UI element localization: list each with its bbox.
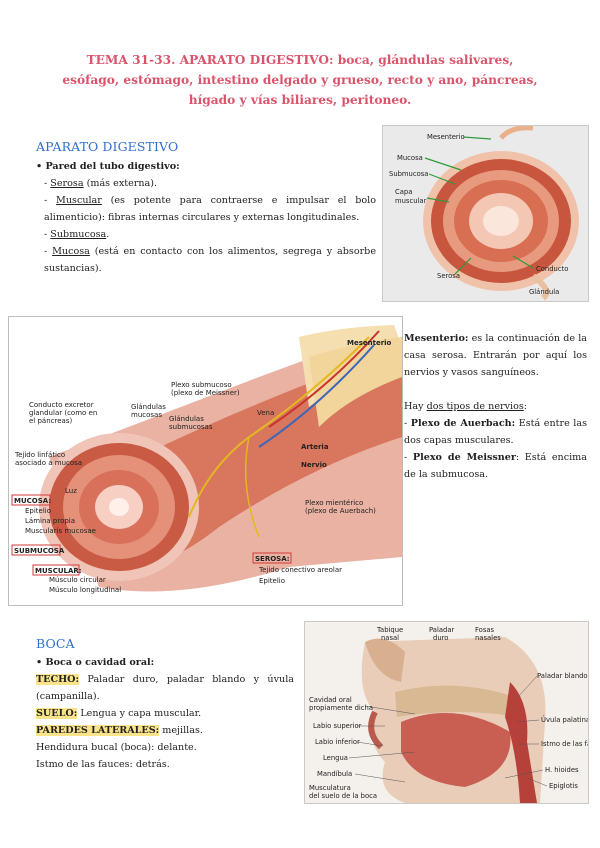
label-muscularis: Muscularis mucosae xyxy=(25,527,96,535)
label-mandibula: Mandíbula xyxy=(317,770,352,778)
label-hioides: H. hioides xyxy=(545,766,579,774)
label-conducto-2: glandular (como en xyxy=(29,409,97,417)
label-tabique-1: Tabique xyxy=(376,626,403,634)
label-mucosa-box: MUCOSA: xyxy=(14,497,51,505)
label-paladar-duro-2: duro xyxy=(433,634,448,642)
label-glandulas-sub-2: submucosas xyxy=(169,423,213,431)
label-epitelio-2: Epitelio xyxy=(259,577,285,585)
label-conducto: Conducto xyxy=(536,265,568,273)
label-fosas-1: Fosas xyxy=(475,626,495,634)
label-istmo: Istmo de las fauces xyxy=(541,740,588,748)
label-mesenterio-2: Mesenterio xyxy=(347,339,392,347)
label-tabique-2: nasal xyxy=(381,634,399,642)
label-plexo-mie-1: Plexo mientérico xyxy=(305,499,363,507)
label-glandulas-sub-1: Glándulas xyxy=(169,415,204,423)
label-arteria: Arteria xyxy=(301,443,329,451)
label-fosas-2: nasales xyxy=(475,634,501,642)
label-submucosa: Submucosa xyxy=(389,170,428,178)
label-mucosa: Mucosa xyxy=(397,154,423,162)
list-item-serosa: - Serosa (más externa). xyxy=(44,178,158,189)
label-submucosa-box: SUBMUCOSA xyxy=(14,547,65,555)
nerve-types-intro: Hay dos tipos de nervios: xyxy=(404,401,527,412)
label-paladar-duro-1: Paladar xyxy=(429,626,454,634)
label-plexo-mie-2: (plexo de Auerbach) xyxy=(305,507,376,515)
label-musculo-long: Músculo longitudinal xyxy=(49,586,121,594)
label-lamina: Lámina propia xyxy=(25,517,75,525)
boca-istmo: Istmo de las fauces: detrás. xyxy=(36,759,170,770)
label-musculatura-2: del suelo de la boca xyxy=(309,792,377,800)
list-item-submucosa: - Submucosa. xyxy=(44,229,110,240)
label-labio-inf: Labio inferior xyxy=(315,738,360,746)
label-tejido-linf-2: asociado a mucosa xyxy=(15,459,82,467)
label-epitelio: Epitelio xyxy=(25,507,51,515)
label-epiglotis: Epiglotis xyxy=(549,782,578,790)
label-lengua: Lengua xyxy=(323,754,348,762)
oral-cavity-illustration: Tabique nasal Paladar duro Fosas nasales… xyxy=(309,626,588,803)
label-plexo-sub-2: (plexo de Meissner) xyxy=(171,389,240,397)
list-item-auerbach: - Plexo de Auerbach: Está entre las dos … xyxy=(404,418,588,446)
label-capa: Capa xyxy=(395,188,412,196)
label-glandulas-mucosas-2: mucosas xyxy=(131,411,162,419)
list-item-meissner: - Plexo de Meissner: Está encima de la s… xyxy=(404,452,587,480)
label-conducto-1: Conducto excretor xyxy=(29,401,94,409)
label-luz: Luz xyxy=(65,487,77,495)
mesenterio-block: Mesenterio: es la continuación de la cas… xyxy=(404,330,587,483)
boca-techo: TECHO: Paladar duro, paladar blando y úv… xyxy=(36,674,294,702)
section-heading-aparato-digestivo: APARATO DIGESTIVO xyxy=(36,139,179,154)
label-nervio: Nervio xyxy=(301,461,327,469)
boca-list: • Boca o cavidad oral: TECHO: Paladar du… xyxy=(36,654,294,773)
boca-hendidura: Hendidura bucal (boca): delante. xyxy=(36,742,197,753)
label-tejido-conectivo: Tejido conectivo areolar xyxy=(258,566,342,574)
section-heading-boca: BOCA xyxy=(36,636,75,651)
wall-bullet: • Pared del tubo digestivo: xyxy=(36,161,180,172)
page-title: TEMA 31-33. APARATO DIGESTIVO: boca, glá… xyxy=(62,53,538,107)
label-musculo-circular: Músculo circular xyxy=(49,576,106,584)
label-muscular-box: MUSCULAR: xyxy=(35,567,82,575)
label-plexo-sub-1: Plexo submucoso xyxy=(171,381,232,389)
label-vena: Vena xyxy=(257,409,274,417)
label-glandulas-mucosas-1: Glándulas xyxy=(131,403,166,411)
label-serosa-box: SEROSA: xyxy=(255,555,290,563)
list-item-mucosa: - Mucosa (está en contacto con los alime… xyxy=(44,246,376,274)
figure-digestive-wall-layers: Mesenterio Mucosa Submucosa Capa muscula… xyxy=(382,125,589,302)
list-item-muscular: - Muscular (es potente para contraerse e… xyxy=(44,195,377,223)
label-musculatura-1: Musculatura xyxy=(309,784,351,792)
digestive-wall-illustration: Mesenterio Mucosa Submucosa Capa muscula… xyxy=(389,126,579,301)
boca-bullet: • Boca o cavidad oral: xyxy=(36,657,155,668)
label-glandula: Glándula xyxy=(529,288,559,296)
figure-wall-detail: Mesenterio Plexo submucoso (plexo de Mei… xyxy=(8,316,403,606)
boca-suelo: SUELO: Lengua y capa muscular. xyxy=(36,708,202,719)
label-labio-sup: Labio superior xyxy=(313,722,362,730)
label-paladar-blando: Paladar blando xyxy=(537,672,588,680)
label-cavidad-2: propiamente dicha xyxy=(309,704,373,712)
wall-detail-illustration: Mesenterio Plexo submucoso (plexo de Mei… xyxy=(11,325,402,594)
label-tejido-linf-1: Tejido linfático xyxy=(14,451,65,459)
label-cavidad-1: Cavidad oral xyxy=(309,696,352,704)
label-serosa: Serosa xyxy=(437,272,460,280)
label-conducto-3: el páncreas) xyxy=(29,417,72,425)
label-uvula: Úvula palatina xyxy=(541,715,588,724)
wall-layers-list: • Pared del tubo digestivo: - Serosa (má… xyxy=(36,158,376,277)
figure-oral-cavity: Tabique nasal Paladar duro Fosas nasales… xyxy=(304,621,589,804)
boca-paredes: PAREDES LATERALES: mejillas. xyxy=(36,725,203,736)
label-mesenterio: Mesenterio xyxy=(427,133,465,141)
label-muscular: muscular xyxy=(395,197,427,205)
mesenterio-paragraph: Mesenterio: es la continuación de la cas… xyxy=(404,333,587,378)
